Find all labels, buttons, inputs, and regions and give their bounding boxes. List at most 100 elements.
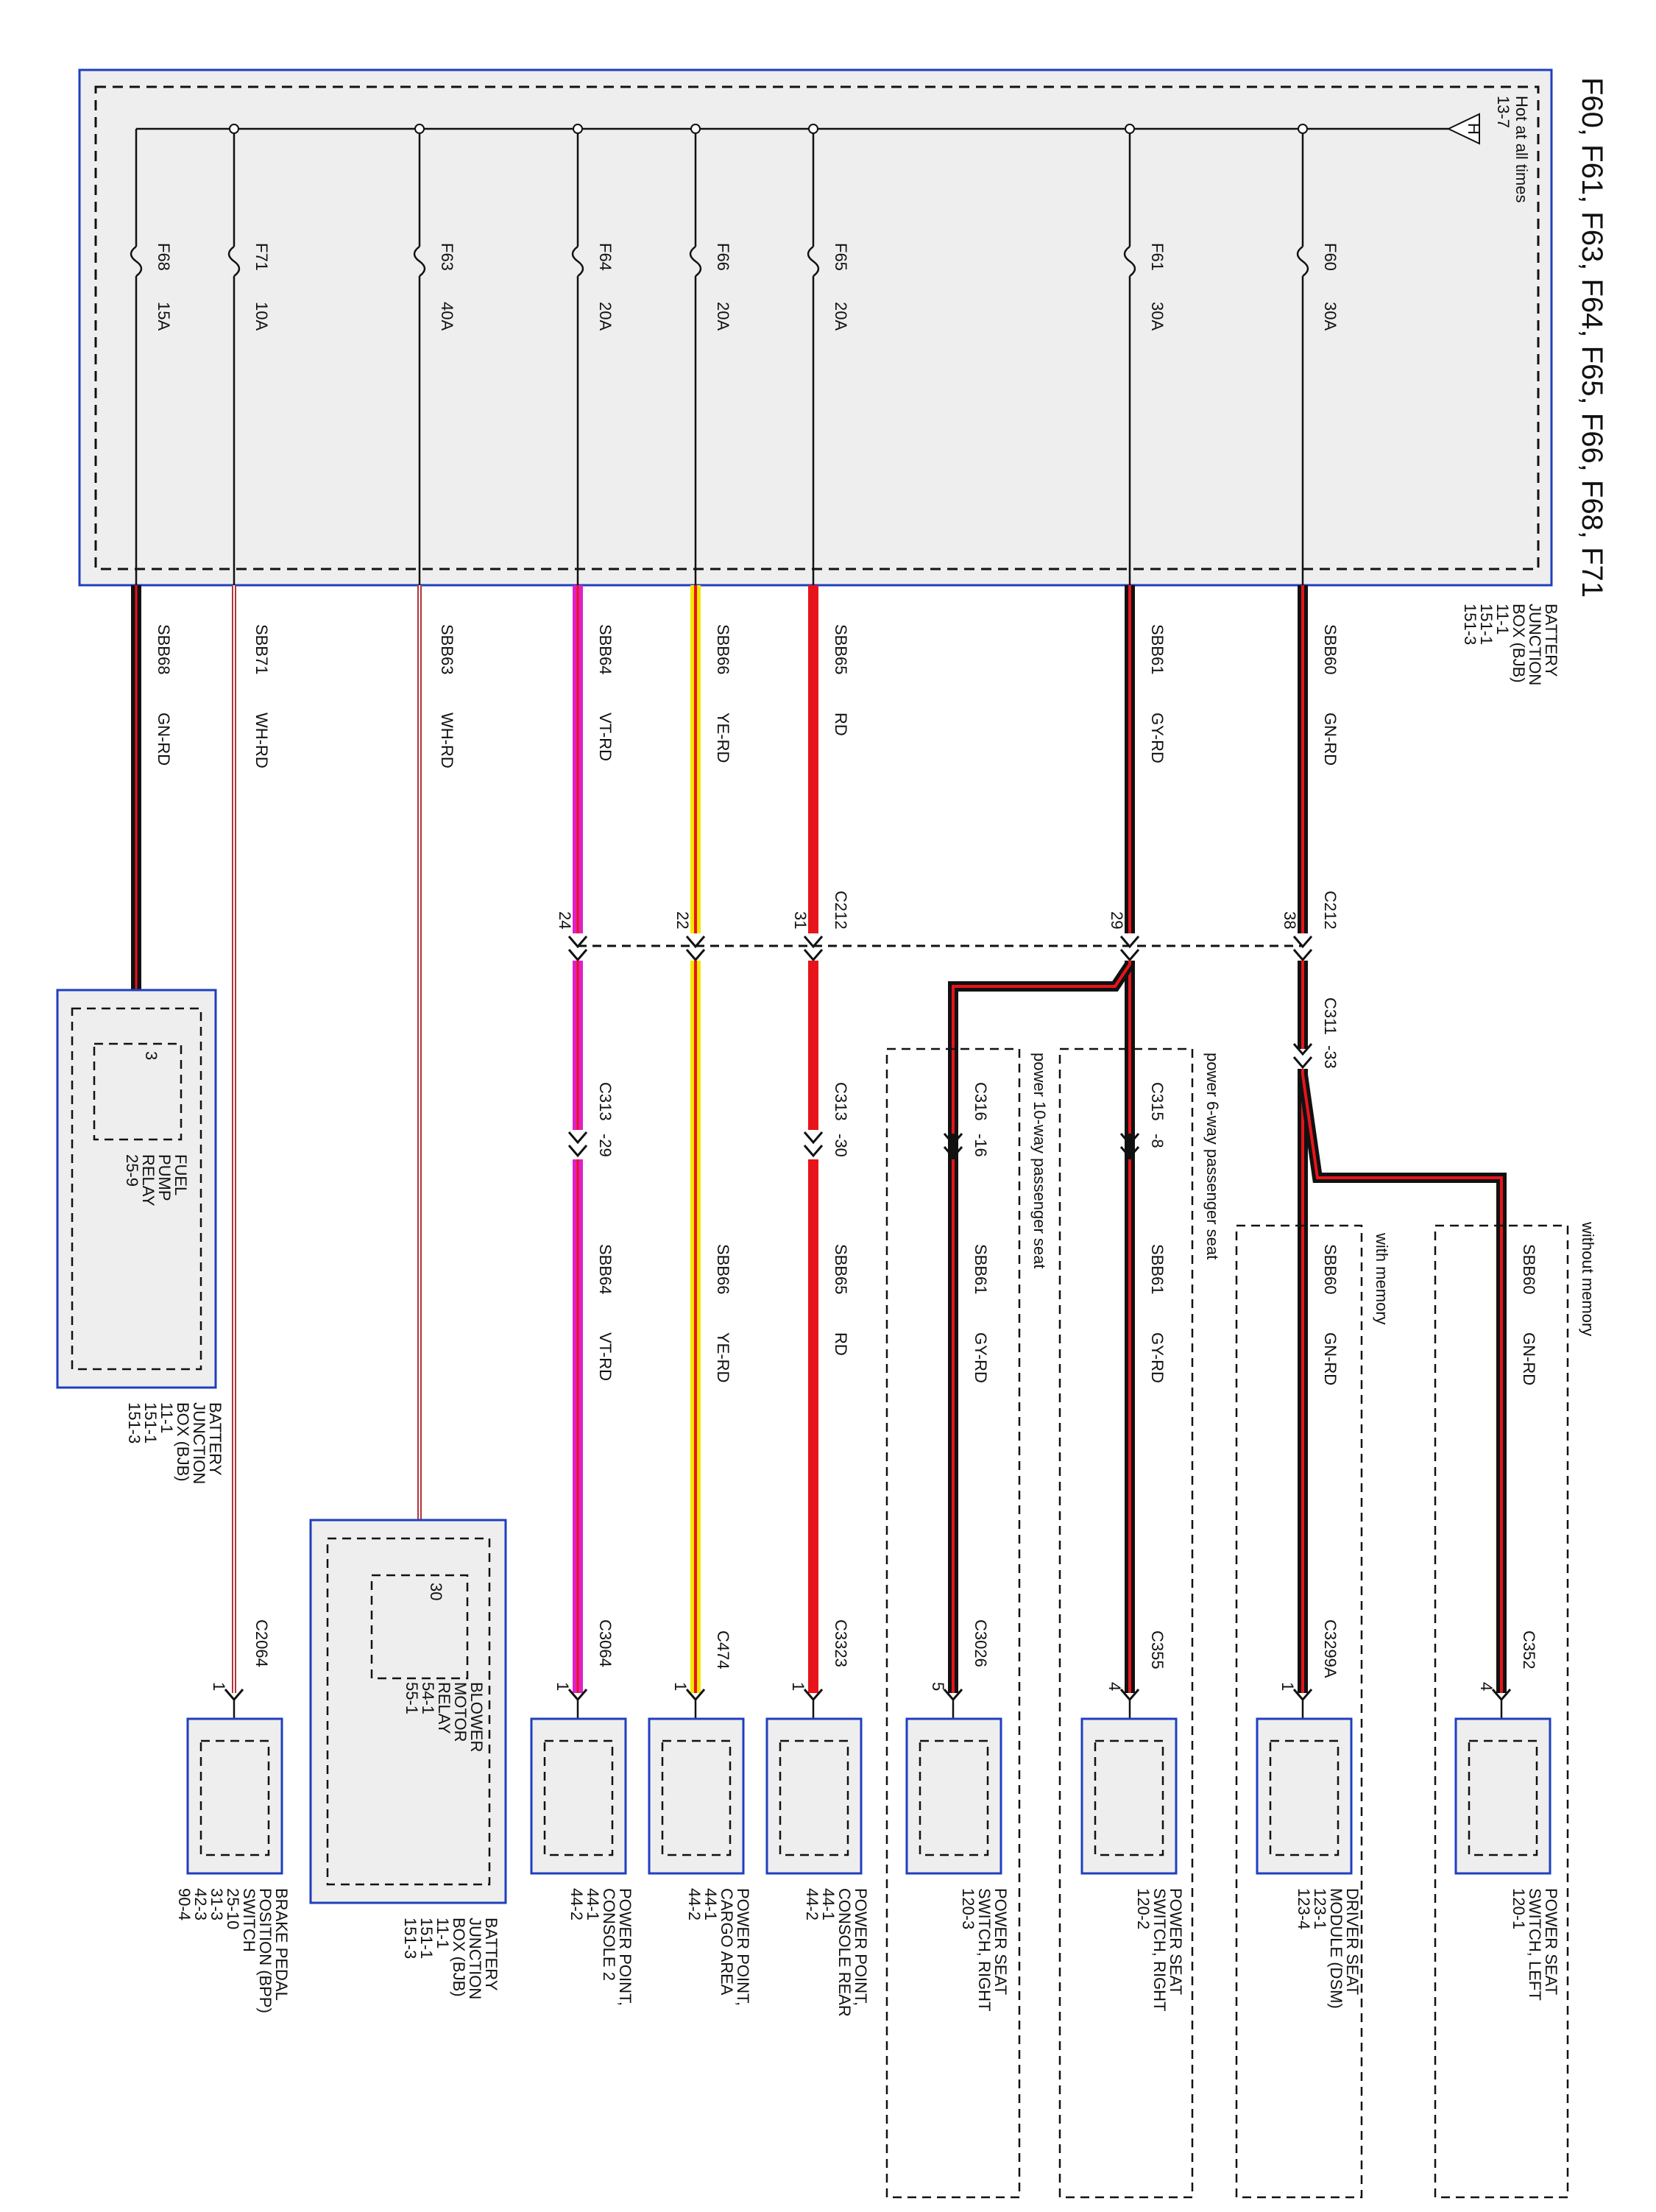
svg-text:25-10: 25-10	[224, 1888, 242, 1929]
svg-text:power 10-way passenger seat: power 10-way passenger seat	[1030, 1053, 1049, 1269]
connector-c313-29: C313 -29	[567, 1082, 615, 1158]
svg-text:151-1: 151-1	[417, 1918, 436, 1959]
svg-text:FUEL: FUEL	[171, 1154, 190, 1195]
source-name: BATTERY JUNCTION BOX (BJB) 11-1 151-1 15…	[1461, 604, 1560, 685]
svg-text:151-3: 151-3	[125, 1402, 144, 1444]
wire-sbb64-circuit: SBB64	[596, 624, 615, 675]
fuse-f60-rating: 30A	[1321, 302, 1340, 331]
wire-sbb71-color: WH-RD	[252, 713, 271, 768]
wire-sbb60-circuit: SBB60	[1321, 624, 1340, 675]
svg-text:POWER POINT,: POWER POINT,	[734, 1888, 752, 2006]
wire-sbb64-lower: C313 -29 SBB64 VT-RD	[567, 961, 615, 1693]
fuse-f66-rating: 20A	[714, 302, 732, 331]
svg-text:POWER SEAT: POWER SEAT	[1167, 1888, 1185, 1995]
load-brake-pedal-position-switch: C2064 1 BRAKE PEDAL POSITION (BPP) SWITC…	[175, 1619, 291, 2013]
svg-text:-8: -8	[1148, 1134, 1167, 1148]
svg-text:C311: C311	[1321, 997, 1340, 1035]
svg-text:BOX (BJB): BOX (BJB)	[450, 1918, 468, 1997]
option-with-memory: with memory	[1235, 1224, 1391, 2199]
wire-sbb61-circuit: SBB61	[1148, 624, 1167, 675]
wire-sbb63-circuit: SBB63	[438, 624, 456, 675]
fuse-f60: F60 30A	[1296, 124, 1340, 589]
sbb61-10way-color: GY-RD	[972, 1332, 990, 1383]
svg-text:151-3: 151-3	[1461, 604, 1479, 645]
svg-text:24: 24	[556, 911, 574, 929]
wire-sbb64-color: VT-RD	[596, 713, 615, 761]
svg-text:151-3: 151-3	[401, 1918, 420, 1959]
svg-text:POWER POINT,: POWER POINT,	[616, 1888, 634, 2006]
c212-label-left: C212	[832, 891, 850, 930]
svg-text:1: 1	[1278, 1682, 1297, 1691]
c212-pin-22: 22	[673, 911, 706, 962]
svg-text:54-1: 54-1	[419, 1682, 437, 1714]
diagram-title: F60, F61, F63, F64, F65, F66, F68, F71	[1576, 77, 1608, 598]
svg-text:RELAY: RELAY	[435, 1682, 453, 1734]
fuse-f68: F68 15A	[130, 129, 173, 589]
svg-text:with memory: with memory	[1373, 1232, 1391, 1325]
svg-text:29: 29	[1108, 911, 1126, 929]
connector-c212: C212 C212 38 29 31 22 24	[556, 891, 1340, 962]
fuse-f61-rating: 30A	[1148, 302, 1167, 331]
fuse-f66: F66 20A	[689, 124, 732, 589]
fuse-f65-id: F65	[832, 243, 850, 271]
wire-sbb61: SBB61 GY-RD	[1125, 585, 1167, 933]
svg-text:BOX (BJB): BOX (BJB)	[174, 1402, 192, 1482]
wire-sbb65: SBB65 RD	[808, 585, 850, 933]
svg-text:CARGO AREA: CARGO AREA	[718, 1888, 736, 1996]
svg-text:42-3: 42-3	[191, 1888, 210, 1921]
svg-text:BRAKE PEDAL: BRAKE PEDAL	[272, 1888, 291, 2001]
svg-text:BATTERY: BATTERY	[206, 1402, 224, 1476]
blower-relay-pin: 30	[427, 1583, 445, 1600]
connector-c313-30: C313 -30	[803, 1082, 850, 1158]
svg-text:4: 4	[1105, 1682, 1124, 1691]
blower-motor-relay-box: 30 BLOWER MOTOR RELAY 54-1 55-1 BATTERY …	[309, 1519, 507, 1999]
hot-at-all-times-icon: H	[1446, 113, 1483, 145]
wire-sbb71-circuit: SBB71	[252, 624, 271, 675]
load-connector-c352: C352	[1520, 1630, 1538, 1669]
svg-text:123-4: 123-4	[1295, 1888, 1313, 1929]
svg-text:C313: C313	[596, 1082, 615, 1121]
svg-text:31: 31	[791, 911, 810, 929]
svg-text:C315: C315	[1148, 1082, 1167, 1121]
wire-sbb63-color: WH-RD	[438, 713, 456, 768]
svg-text:120-1: 120-1	[1510, 1888, 1528, 1929]
svg-text:SWITCH, RIGHT: SWITCH, RIGHT	[1150, 1888, 1169, 2011]
svg-text:22: 22	[673, 911, 692, 929]
fuel-pump-relay-pin: 3	[142, 1051, 160, 1060]
wire-sbb63: SBB63 WH-RD	[417, 585, 456, 1583]
hot-ref-label: 13-7	[1494, 96, 1512, 128]
load-connector-c2064: C2064	[252, 1619, 271, 1667]
connector-c316: C316 -16	[943, 1082, 990, 1159]
fuse-f71: F71 10A	[227, 124, 271, 589]
connector-c315: C315 -8	[1119, 1082, 1167, 1159]
sbb61-6way-color: GY-RD	[1148, 1332, 1167, 1383]
fuse-f63: F63 40A	[413, 124, 456, 589]
wire-sbb60-color: GN-RD	[1321, 713, 1340, 766]
svg-text:power 6-way passenger seat: power 6-way passenger seat	[1203, 1053, 1222, 1259]
fuse-f68-id: F68	[155, 243, 173, 271]
svg-text:MODULE (DSM): MODULE (DSM)	[1327, 1888, 1345, 2009]
c212-pin-31: 31	[791, 911, 824, 962]
svg-text:90-4: 90-4	[175, 1888, 194, 1921]
load-driver-seat-module: C3299A 1 DRIVER SEAT MODULE (DSM) 123-1 …	[1256, 1619, 1362, 2009]
svg-text:-16: -16	[972, 1134, 990, 1157]
fuse-f64-id: F64	[596, 243, 615, 271]
load-connector-c3323: C3323	[832, 1619, 850, 1667]
svg-text:151-1: 151-1	[141, 1402, 160, 1444]
load-power-seat-switch-right-10way: C3026 5 POWER SEAT SWITCH, RIGHT 120-3	[905, 1619, 1010, 2011]
wire-sbb68-color: GN-RD	[155, 713, 173, 766]
fuse-f66-id: F66	[714, 243, 732, 271]
svg-text:123-1: 123-1	[1311, 1888, 1329, 1929]
wire-sbb66-lower: SBB66 YE-RD	[690, 961, 732, 1693]
fuse-f61-id: F61	[1148, 243, 1167, 271]
svg-text:55-1: 55-1	[403, 1682, 421, 1714]
sbb61-6way-circuit: SBB61	[1148, 1244, 1167, 1295]
fuse-f63-rating: 40A	[438, 302, 456, 331]
svg-text:120-2: 120-2	[1134, 1888, 1153, 1929]
load-power-point-cargo-area: C474 1 POWER POINT, CARGO AREA 44-1 44-2	[648, 1630, 752, 2006]
svg-text:DRIVER SEAT: DRIVER SEAT	[1343, 1888, 1362, 1995]
svg-text:C316: C316	[972, 1082, 990, 1121]
fuse-f61: F61 30A	[1123, 124, 1167, 589]
battery-junction-box-source: H Hot at all times 13-7 BATTERY JUNCTION…	[78, 68, 1560, 685]
